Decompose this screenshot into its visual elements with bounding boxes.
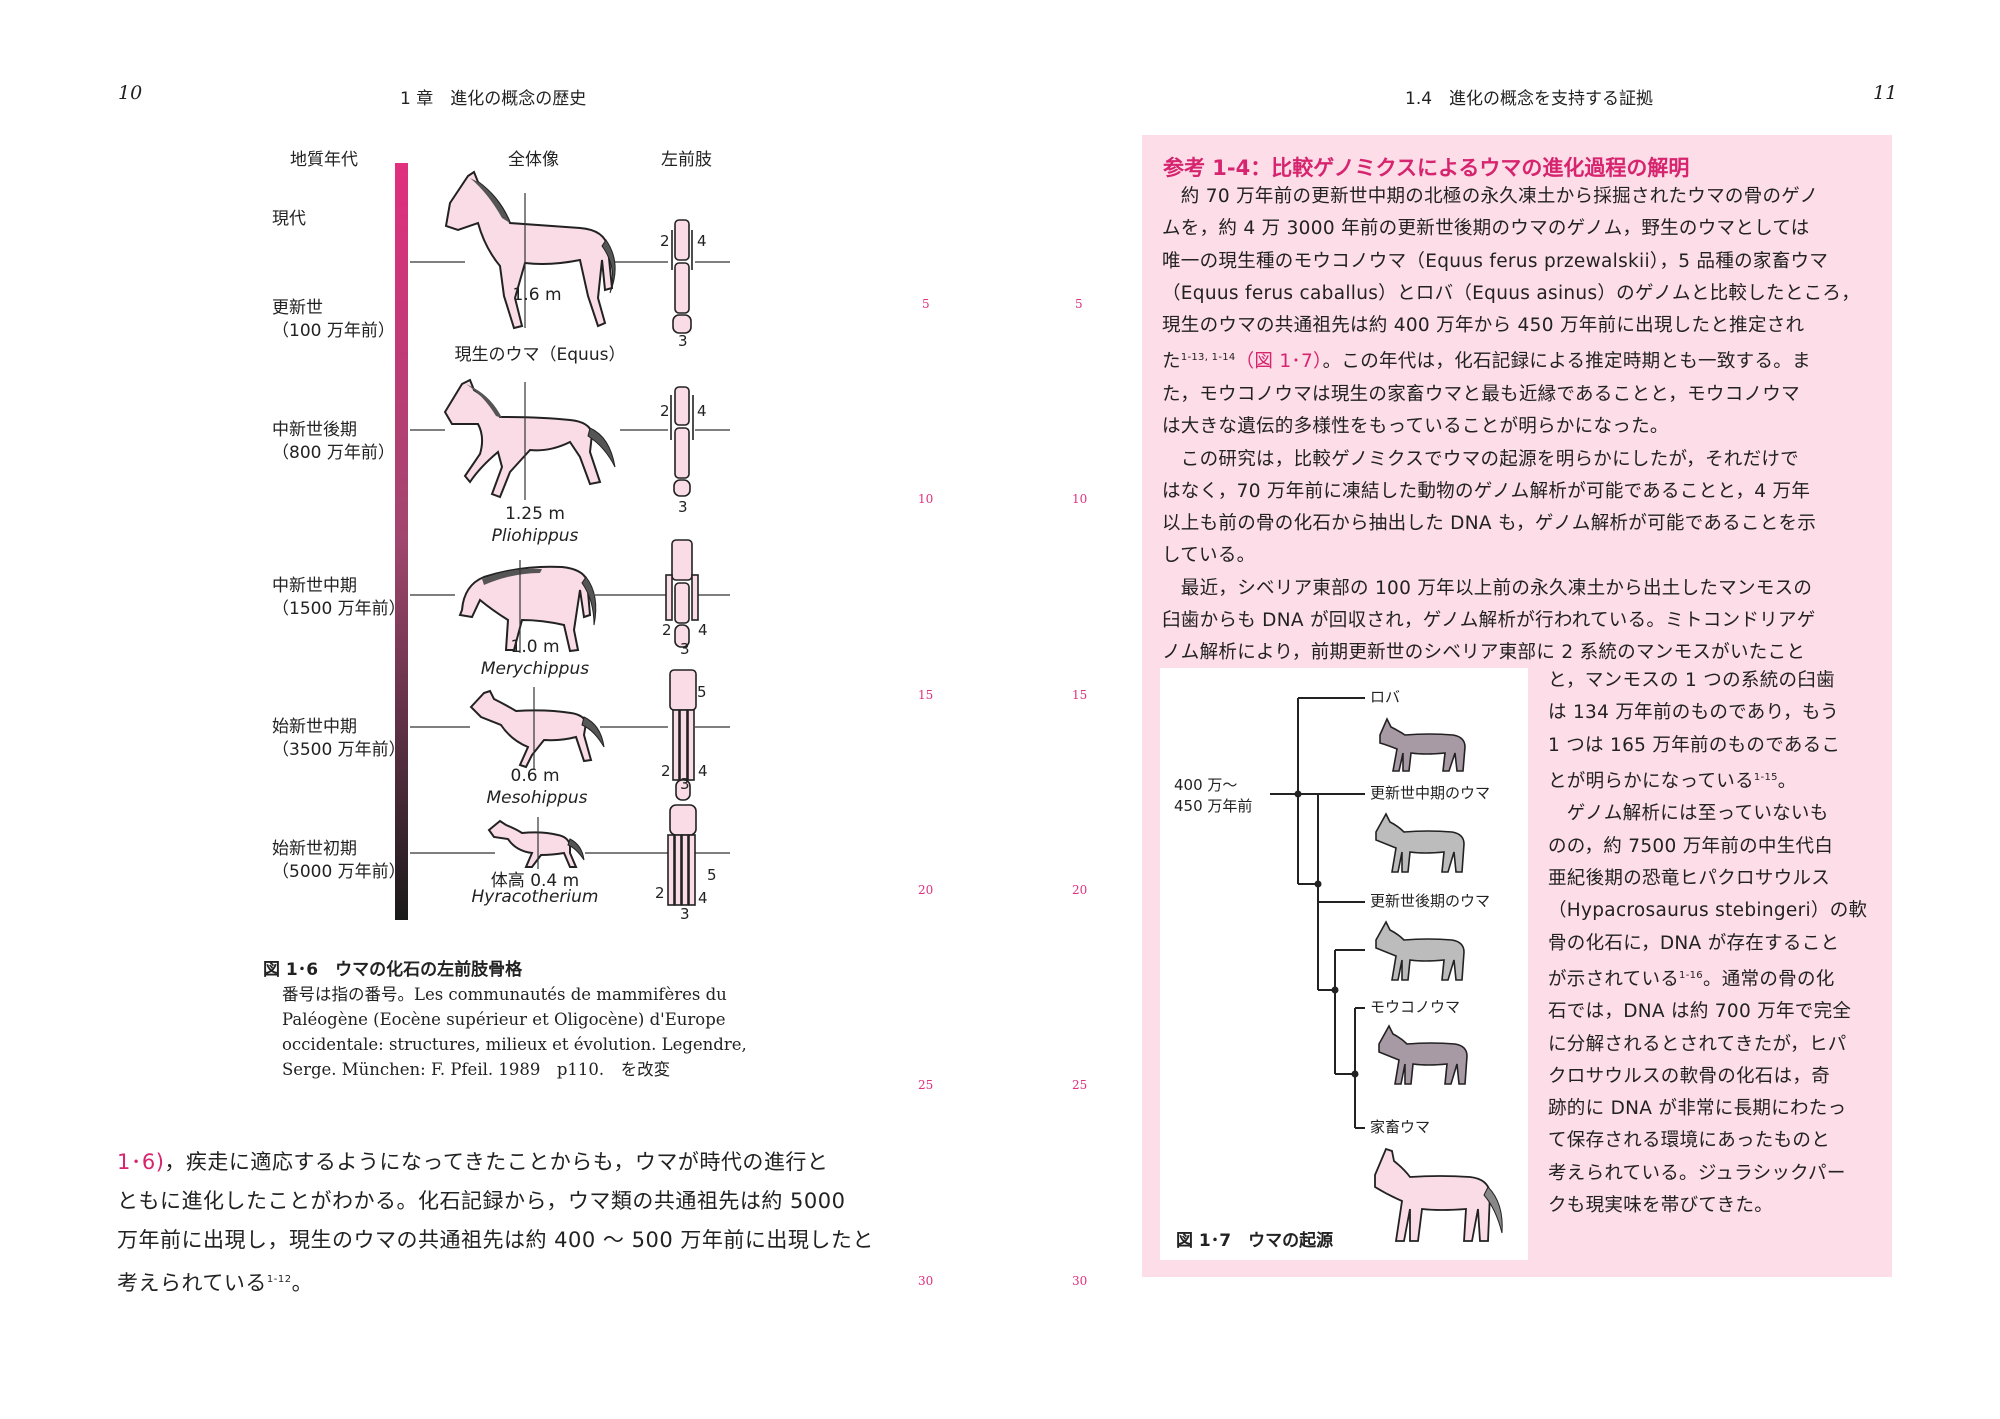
hyracotherium-horse-illustration [487,817,585,869]
merychippus-horse-illustration [458,560,597,653]
line-number: 30 [918,1274,934,1288]
horse-size-label: 1.6 m [512,285,562,305]
left-running-head: 1 章 進化の概念の歴史 [400,89,587,109]
line-number: 10 [918,492,934,506]
tree-leaf-label: ロバ [1370,688,1401,706]
col-header-era: 地質年代 [290,150,358,170]
horse-size-label: 1.25 m [505,504,565,524]
line-number: 25 [918,1078,934,1092]
box-title: 参考 1-4：比較ゲノミクスによるウマの進化過程の解明 [1163,156,1690,180]
digit-label: 3 [680,775,690,793]
citation: 1-15 [1753,771,1778,783]
line-number: 15 [918,688,934,702]
horse-size-label: 0.6 m [510,766,560,786]
donkey-illustration [1379,717,1466,772]
phylogenetic-tree [1270,697,1365,1129]
figure-reference: （図 1･7） [1235,351,1323,373]
figure-caption-text: 番号は指の番号。Les communautés de mammifères du… [282,985,747,1079]
horse-size-label: 体高 0.4 m [490,871,580,891]
horse-name-label: Merychippus [480,659,590,679]
figure-1-6: 地質年代 全体像 左前肢 現代 更新世（100 万年前） 中新世後期（800 万… [263,150,747,1079]
tree-leaf-label: 家畜ウマ [1370,1118,1431,1136]
digit-label: 3 [678,498,688,516]
forelimb-skeletons [665,219,699,906]
digit-label: 5 [707,866,717,884]
left-page-number: 10 [118,82,143,104]
digit-label: 4 [697,402,707,420]
era-label: 始新世中期（3500 万年前） [272,717,406,760]
digit-label: 2 [660,402,670,420]
digit-label: 2 [661,762,671,780]
digit-label: 4 [698,889,708,907]
digit-label: 4 [697,232,707,250]
era-label: 中新世後期（800 万年前） [272,420,395,463]
figure-caption-title: 図 1･7 ウマの起源 [1176,1231,1334,1251]
era-label: 始新世初期（5000 万年前） [272,839,406,882]
pliohippus-horse-illustration [443,378,616,500]
time-gradient-bar [395,163,408,920]
horse-name-label: Hyracotherium [471,887,599,907]
line-number: 25 [1072,1078,1088,1092]
digit-label: 4 [698,621,708,639]
digit-label: 4 [698,762,708,780]
citation: 1-16 [1679,969,1703,981]
digit-label: 3 [678,332,688,350]
late-pleistocene-horse-illustration [1375,920,1465,981]
mesohippus-horse-illustration [469,687,605,769]
digit-label: 3 [680,905,690,923]
digit-label: 2 [655,884,665,902]
era-label: 更新世（100 万年前） [272,298,395,341]
citation: 1-12 [266,1274,292,1285]
col-header-whole: 全体像 [508,150,559,170]
era-connector-lines [410,261,730,854]
line-number: 15 [1072,688,1088,702]
col-header-forelimb: 左前肢 [661,150,712,170]
figure-caption-title: 図 1･6 ウマの化石の左前肢骨格 [263,960,523,980]
digit-label: 2 [660,232,670,250]
line-number: 10 [1072,492,1088,506]
domestic-horse-illustration [1374,1147,1503,1242]
right-running-head: 1.4 進化の概念を支持する証拠 [1405,89,1654,109]
przewalski-horse-illustration [1378,1024,1468,1085]
left-body-text: 1･6)，疾走に適応するようになってきたことからも，ウマが時代の進行と ともに進… [117,1150,874,1295]
equus-horse-illustration [444,170,616,330]
era-label: 中新世中期（1500 万年前） [272,576,406,619]
horse-size-label: 1.0 m [510,637,560,657]
horse-name-label: Pliohippus [491,526,579,546]
horse-name-label: Mesohippus [486,788,588,808]
tree-leaf-label: 更新世中期のウマ [1370,784,1491,802]
horse-name-label: 現生のウマ（Equus） [454,345,626,365]
digit-label: 3 [680,640,690,658]
figure-reference: 1･6) [117,1150,165,1174]
line-number: 5 [1075,297,1083,311]
figure-1-7: 400 万～450 万年前 ロバ 更新世中期のウマ 更新世後期のウマ モウコノウ… [1160,668,1528,1260]
citation: 1-13, 1-14 [1180,352,1236,364]
line-number: 30 [1072,1274,1088,1288]
middle-pleistocene-horse-illustration [1375,812,1465,873]
box-side-text: と，マンモスの 1 つの系統の臼歯 は 134 万年前のものであり，もう 1 つ… [1548,670,1868,1217]
right-page-number: 11 [1873,82,1898,104]
era-label: 現代 [272,209,306,229]
tree-root-label: 400 万～450 万年前 [1174,776,1253,815]
digit-label: 5 [697,683,707,701]
line-number: 20 [918,883,934,897]
digit-label: 2 [662,621,672,639]
tree-leaf-label: モウコノウマ [1370,998,1461,1016]
line-number: 20 [1072,883,1088,897]
box-main-text: 約 70 万年前の更新世中期の北極の永久凍土から採掘されたウマの骨のゲノ ムを，… [1162,186,1861,664]
tree-leaf-label: 更新世後期のウマ [1370,892,1491,910]
line-number: 5 [922,297,930,311]
